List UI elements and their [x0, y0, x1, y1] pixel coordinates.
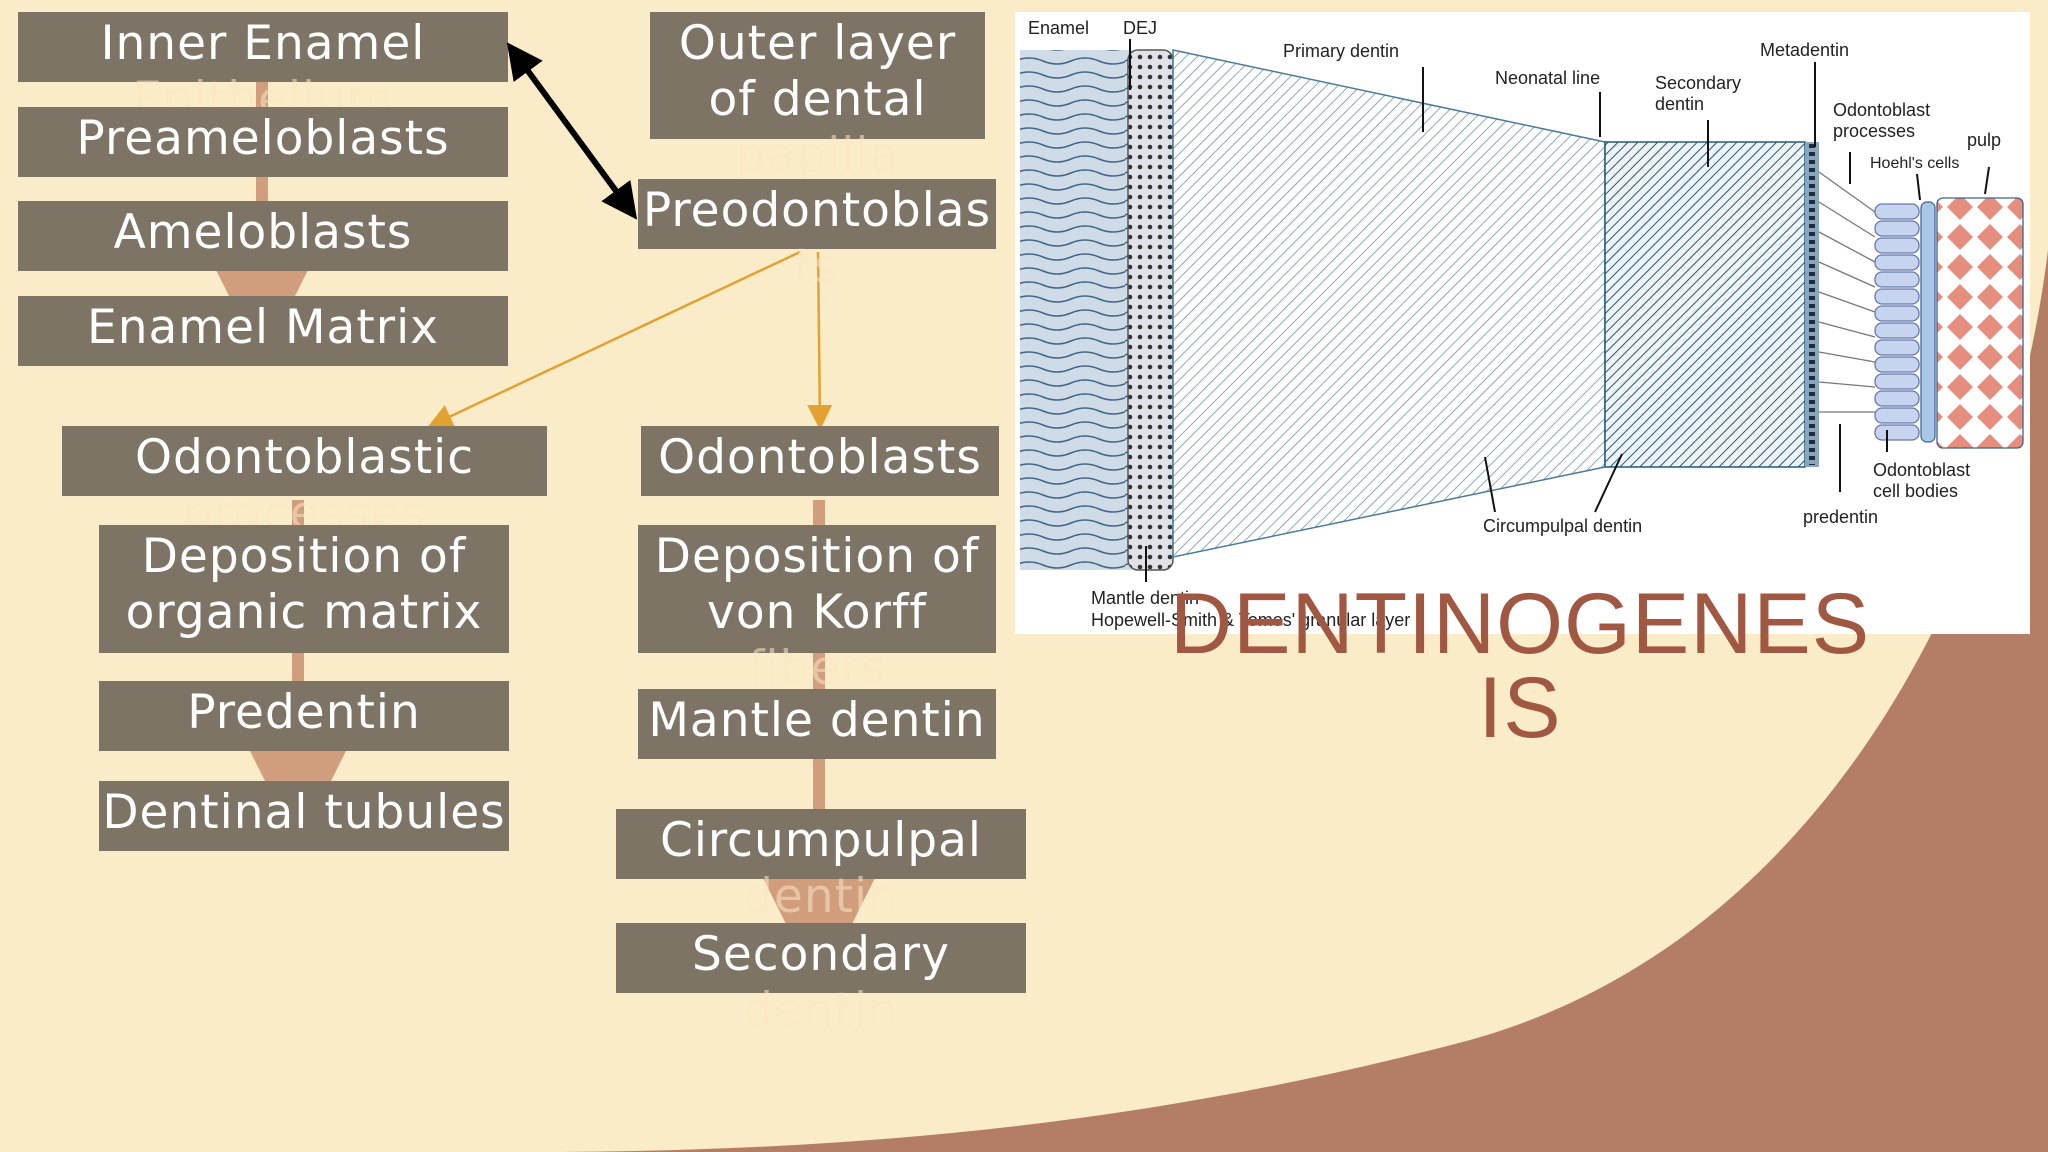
preodontoblasts-line2: ts [794, 239, 840, 294]
hoehls-cells-layer [1920, 201, 1936, 443]
slide-title-line1: DENTINOGENES [1170, 576, 1871, 672]
label-dej: DEJ [1123, 18, 1158, 38]
slide-title: DENTINOGENES IS [1170, 576, 1871, 756]
odontoblast-processes-lines [1818, 171, 1876, 413]
inner-enamel-line1: Inner Enamel [100, 16, 426, 71]
deposition-korff-line2: von Korff [707, 585, 927, 640]
enamel-layer [1020, 50, 1132, 570]
enamel-matrix-box: Enamel Matrix [18, 296, 508, 366]
secondary-dentin-layer [1604, 141, 1806, 468]
primary-dentin-layer [1172, 49, 1606, 558]
label-odontoblast-processes: Odontoblast processes [1833, 100, 1931, 141]
label-predentin: predentin [1803, 507, 1879, 527]
dentinal-tubules-box: Dentinal tubules [99, 781, 509, 851]
label-primary-dentin: Primary dentin [1283, 41, 1400, 61]
ameloblasts-label: Ameloblasts [113, 205, 413, 260]
preodontoblasts-box: Preodontoblas ts [638, 179, 996, 294]
label-hoehls-cells: Hoehl's cells [1870, 155, 1960, 172]
label-metadentin: Metadentin [1760, 40, 1850, 60]
deposition-korff-fibers-box: Deposition of von Korff fibers [638, 525, 996, 696]
dej-layer [1127, 49, 1174, 571]
circumpulpal-line2: dentin [743, 869, 899, 924]
preameloblasts-label: Preameloblasts [76, 111, 450, 166]
enamel-matrix-label: Enamel Matrix [87, 300, 439, 355]
inner-enamel-epithelium-box: Inner Enamel Epithelium [18, 12, 508, 127]
odontoblasts-box: Odontoblasts [641, 426, 999, 496]
secondary-line2: dentin [743, 983, 899, 1038]
label-neonatal-line: Neonatal line [1495, 68, 1601, 88]
secondary-dentin-box: Secondary dentin [616, 923, 1026, 1038]
label-mantle-dentin: Mantle dentin [1091, 588, 1200, 608]
deposition-organic-matrix-box: Deposition of organic matrix [99, 525, 509, 653]
secondary-line1: Secondary [692, 927, 950, 982]
predentin-label: Predentin [187, 685, 421, 740]
label-secondary-dentin: Secondary dentin [1655, 73, 1742, 114]
label-odontoblast-cell-bodies: Odontoblast cell bodies [1873, 460, 1971, 501]
outer-layer-line2: of dental [708, 72, 927, 127]
outer-layer-line3: papilla [735, 128, 900, 183]
label-pulp: pulp [1967, 130, 2002, 150]
outer-layer-line1: Outer layer [678, 16, 957, 71]
deposition-organic-line1: Deposition of [141, 529, 467, 584]
odontoblasts-label: Odontoblasts [658, 430, 982, 485]
mantle-dentin-label: Mantle dentin [648, 693, 986, 748]
deposition-organic-line2: organic matrix [125, 585, 483, 640]
circumpulpal-dentin-box: Circumpulpal dentin [616, 809, 1026, 924]
label-circumpulpal-dentin: Circumpulpal dentin [1483, 516, 1643, 536]
outer-layer-dental-papilla-box: Outer layer of dental papilla [650, 12, 985, 183]
odontoblastic-processes-box: Odontoblastic processes [62, 426, 547, 541]
ameloblasts-box: Ameloblasts [18, 201, 508, 271]
odontoblastic-processes-line1: Odontoblastic [134, 430, 475, 485]
pulp-layer [1936, 197, 2024, 449]
dentin-diagram-drawing [1020, 39, 2024, 582]
slide-title-line2: IS [1478, 660, 1562, 756]
preodontoblasts-line1: Preodontoblas [642, 183, 992, 238]
dentinal-tubules-label: Dentinal tubules [102, 785, 506, 840]
circumpulpal-line1: Circumpulpal [660, 813, 982, 868]
mantle-dentin-box: Mantle dentin [638, 689, 996, 759]
dentin-layers-diagram: Enamel DEJ Primary dentin Neonatal line … [1015, 12, 2030, 634]
predentin-box: Predentin [99, 681, 509, 751]
label-hopewell-granular-layer: Hopewell-Smith & Tomes' granular layer [1091, 610, 1411, 630]
deposition-korff-line1: Deposition of [654, 529, 980, 584]
odontoblast-cell-bodies [1874, 203, 1920, 441]
label-arrows [1129, 39, 1990, 582]
preameloblasts-box: Preameloblasts [18, 107, 508, 177]
label-enamel: Enamel [1028, 18, 1090, 38]
